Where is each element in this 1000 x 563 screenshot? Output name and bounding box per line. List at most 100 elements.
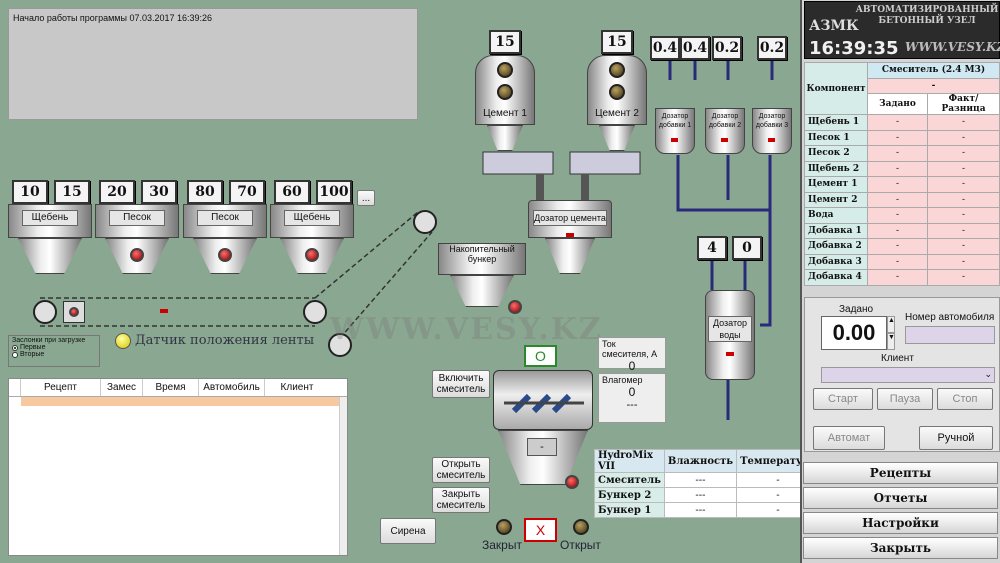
additive-2-value: 0.4: [680, 36, 710, 60]
brand-line2: БЕТОННЫЙ УЗЕЛ: [878, 16, 976, 26]
hydromix-col-moisture: Влажность: [663, 449, 738, 473]
additive-2-body: [705, 108, 745, 154]
component-name: Добавка 4: [804, 269, 868, 286]
component-set: -: [867, 222, 928, 239]
moisture-label: Влагомер: [602, 375, 643, 385]
mixer-status: О: [524, 345, 557, 367]
bin-3-label: Песок: [197, 210, 253, 226]
water-dozer-label: Дозатор воды: [708, 316, 752, 342]
close-mixer-button[interactable]: Закрыть смеситель: [432, 487, 490, 513]
moisture-box: Влагомер 0 ---: [598, 373, 666, 423]
table-scrollbar[interactable]: [339, 397, 347, 555]
component-fact: -: [927, 145, 1000, 162]
pause-button[interactable]: Пауза: [877, 388, 933, 410]
siren-button[interactable]: Сирена: [380, 518, 436, 544]
set-value-down[interactable]: ▼: [887, 333, 895, 350]
component-fact: -: [927, 207, 1000, 224]
client-label: Клиент: [881, 353, 914, 364]
flaps-group: Заслонки при загрузке Первые Вторые: [8, 335, 100, 367]
auto-mode-button[interactable]: Автомат: [813, 426, 885, 450]
stop-button[interactable]: Стоп: [937, 388, 993, 410]
gate-x-mark[interactable]: X: [524, 518, 557, 542]
component-fact: -: [927, 238, 1000, 255]
flaps-option-second[interactable]: Вторые: [12, 351, 96, 358]
component-fact: -: [927, 191, 1000, 208]
additive-3-value: 0.2: [712, 36, 742, 60]
component-fact: -: [927, 129, 1000, 146]
brand-site: WWW.VESY.KZ: [905, 40, 1000, 54]
brand-header: АЗМК АВТОМАТИЗИРОВАННЫЙ БЕТОННЫЙ УЗЕЛ 16…: [804, 1, 1000, 59]
hydromix-row-label: Смеситель: [594, 472, 665, 488]
additive-1-body: [655, 108, 695, 154]
cement-dozer-indicator: [566, 233, 574, 237]
set-value-field[interactable]: 0.00: [821, 316, 887, 350]
set-label: Задано: [839, 304, 874, 315]
watermark: WWW.VESY.KZ: [330, 312, 603, 347]
hydromix-table: HydroMix VII Влажность Температура Смеси…: [594, 449, 820, 518]
table-row: Щебень 2 - -: [804, 160, 1000, 177]
component-set: -: [867, 238, 928, 255]
component-name: Вода: [804, 207, 868, 224]
menu-recipes-button[interactable]: Рецепты: [803, 462, 998, 484]
car-label: Номер автомобиля: [905, 312, 995, 323]
client-select[interactable]: ⌄: [821, 367, 995, 383]
component-name: Песок 1: [804, 129, 868, 146]
batch-controls: Задано 0.00 ▲ ▼ Номер автомобиля Клиент …: [804, 297, 1000, 452]
bin-3-lamp: [218, 248, 232, 262]
additive-1-value: 0.4: [650, 36, 680, 60]
open-mixer-button[interactable]: Открыть смеситель: [432, 457, 490, 483]
hydromix-moisture: ---: [663, 502, 738, 518]
brand-line1: АВТОМАТИЗИРОВАННЫЙ: [855, 5, 999, 15]
additive-2-indicator: [721, 138, 728, 142]
table-row: Бункер 1 --- -: [594, 502, 820, 518]
table-row[interactable]: [21, 397, 347, 406]
component-fact: -: [927, 176, 1000, 193]
log-text: Начало работы программы 07.03.2017 16:39…: [13, 13, 213, 23]
header-component: Компонент: [804, 62, 868, 115]
car-number-input[interactable]: [905, 326, 995, 344]
conveyor-indicator: [160, 309, 168, 313]
bin-3-value-2: 70: [229, 180, 265, 204]
mixer-current-label: Ток смесителя, А: [602, 339, 658, 359]
col-client: Клиент: [280, 382, 314, 393]
manual-mode-button[interactable]: Ручной: [919, 426, 993, 450]
menu-reports-button[interactable]: Отчеты: [803, 487, 998, 509]
table-row: Вода - -: [804, 207, 1000, 224]
mixer-on-button[interactable]: Включить смеситель: [432, 370, 490, 398]
set-value-up[interactable]: ▲: [887, 316, 895, 333]
menu-settings-button[interactable]: Настройки: [803, 512, 998, 534]
recipes-table[interactable]: Рецепт Замес Время Автомобиль Клиент: [8, 378, 348, 556]
chevron-down-icon: ⌄: [984, 369, 992, 379]
component-set: -: [867, 269, 928, 286]
flaps-option-first[interactable]: Первые: [12, 344, 96, 351]
process-mimic-area: Начало работы программы 07.03.2017 16:39…: [0, 0, 820, 563]
hydromix-moisture: ---: [663, 472, 738, 488]
start-button[interactable]: Старт: [813, 388, 873, 410]
bin-2-lamp: [130, 248, 144, 262]
more-options-button[interactable]: ...: [357, 190, 375, 206]
table-row: Щебень 1 - -: [804, 114, 1000, 131]
component-name: Щебень 1: [804, 114, 868, 131]
additive-1-indicator: [671, 138, 678, 142]
gate-closed-lamp: [496, 519, 512, 535]
component-set: -: [867, 207, 928, 224]
mixer-display: -: [527, 438, 557, 456]
bin-4-label: Щебень: [284, 210, 340, 226]
component-name: Добавка 3: [804, 253, 868, 270]
table-row: Бункер 2 --- -: [594, 487, 820, 503]
cement-dozer-label: Дозатор цемента: [533, 210, 607, 226]
water-indicator: [726, 352, 734, 356]
header-set: Задано: [867, 93, 928, 115]
component-set: -: [867, 145, 928, 162]
water-value-2: 0: [732, 236, 762, 260]
additive-3-indicator: [768, 138, 775, 142]
component-fact: -: [927, 114, 1000, 131]
mixer-current-box: Ток смесителя, А 0: [598, 337, 666, 373]
table-row: Цемент 1 - -: [804, 176, 1000, 193]
menu-close-button[interactable]: Закрыть: [803, 537, 998, 559]
component-name: Песок 2: [804, 145, 868, 162]
conveyor-motor[interactable]: [63, 301, 85, 323]
component-fact: -: [927, 222, 1000, 239]
cement-2-label: Цемент 2: [595, 108, 639, 119]
component-set: -: [867, 253, 928, 270]
